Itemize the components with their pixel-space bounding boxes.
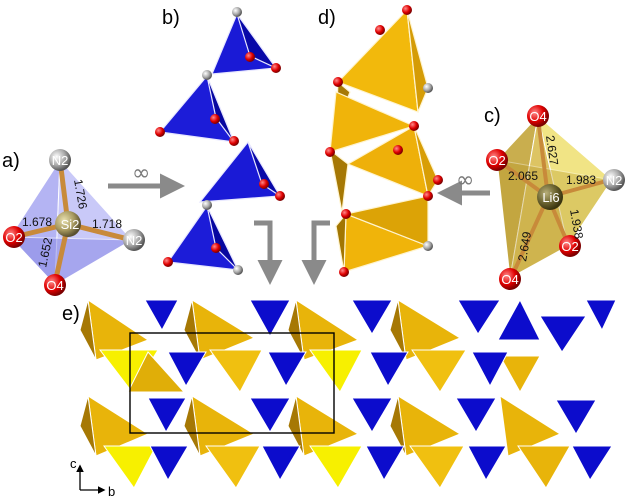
- arrow-b-to-e: [254, 220, 283, 285]
- bond-length-li-o2-left: 2.065: [508, 169, 538, 183]
- infinity-symbol-left: ∞: [132, 161, 150, 186]
- oxygen-atom-left: [3, 226, 25, 248]
- panel-label-c: c): [484, 105, 501, 127]
- oxygen-atom-c-top: [527, 105, 549, 127]
- bond-length-si-o4: 1.652: [35, 236, 55, 269]
- bond-length-si-n-right: 1.718: [92, 217, 122, 231]
- atom-label-n2-top: N2: [52, 153, 69, 168]
- panel-label-e: e): [62, 303, 80, 325]
- atom-label-o2: O2: [5, 230, 22, 245]
- panel-label-d: d): [318, 7, 336, 29]
- infinity-symbol-right: ∞: [456, 168, 474, 193]
- oxygen-atom-c-left: [486, 149, 508, 171]
- atom-label-c-o2-bottom: O2: [561, 239, 578, 254]
- atom-label-li6: Li6: [542, 190, 559, 205]
- panel-label-a: a): [2, 150, 20, 172]
- nitrogen-atom-top: [49, 149, 71, 171]
- axis-label-c: c: [70, 456, 77, 471]
- axis-indicator: [76, 464, 106, 494]
- panel-d-lithium-chain: [329, 8, 439, 273]
- panel-e-packing: [79, 298, 617, 489]
- silicon-atom: [55, 211, 81, 237]
- arrow-d-to-e: [301, 220, 330, 285]
- atom-label-c-o4-top: O4: [529, 109, 546, 124]
- atom-label-n2-right: N2: [126, 233, 143, 248]
- bond-length-li-o4-bottom: 2.649: [515, 230, 534, 262]
- connector-arrows: [108, 173, 490, 285]
- bond-length-li-o4-top: 2.627: [543, 134, 561, 166]
- atom-label-c-n2: N2: [606, 173, 623, 188]
- oxygen-atom-bottom: [44, 274, 66, 296]
- bond-length-si-o2: 1.678: [22, 215, 52, 229]
- panel-b-silicate-chain: [158, 12, 282, 271]
- panel-b-atoms: [155, 7, 285, 275]
- panel-d-atoms: [325, 5, 443, 277]
- atom-label-si2: Si2: [61, 217, 80, 232]
- axis-label-b: b: [108, 484, 115, 499]
- unit-cell-outline: [129, 332, 335, 434]
- atom-label-o4: O4: [46, 278, 63, 293]
- nitrogen-atom-c-right: [603, 169, 625, 191]
- nitrogen-atom-right: [123, 229, 145, 251]
- lithium-atom: [537, 184, 563, 210]
- bond-length-li-n2: 1.983: [566, 173, 596, 187]
- panel-label-b: b): [162, 7, 180, 29]
- oxygen-atom-c-bottom-left: [499, 268, 521, 290]
- atom-label-c-o2-left: O2: [488, 153, 505, 168]
- panel-a-tetrahedron: [8, 158, 134, 287]
- atom-label-c-o4-bottom: O4: [501, 272, 518, 287]
- oxygen-atom-c-bottom-right: [559, 235, 581, 257]
- bond-length-si-n-top: 1.726: [71, 178, 90, 210]
- bond-length-li-o2-bottom: 1.938: [567, 208, 586, 240]
